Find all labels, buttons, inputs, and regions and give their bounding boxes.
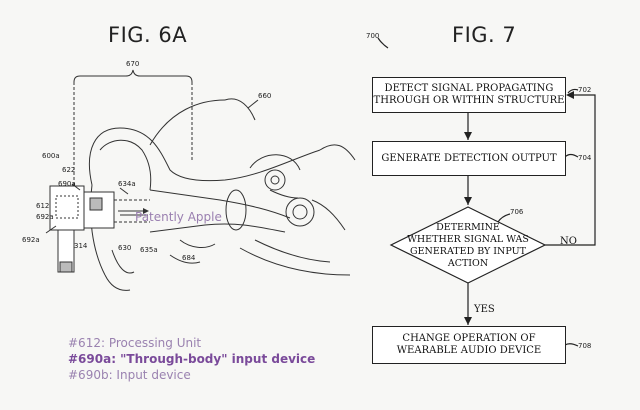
step-708-line-1: CHANGE OPERATION OF <box>402 333 536 344</box>
fig6a-title: FIG. 6A <box>108 23 188 47</box>
legend-line-1: #612: Processing Unit <box>68 336 202 350</box>
ref-635a: 635a <box>140 246 158 254</box>
step-704-label: GENERATE DETECTION OUTPUT <box>381 152 557 164</box>
step-702-line-2: THROUGH OR WITHIN STRUCTURE <box>373 95 565 106</box>
ref-600a: 600a <box>42 152 60 160</box>
step-706-line-2: WHETHER SIGNAL WAS <box>407 234 529 245</box>
yes-label: YES <box>474 304 495 315</box>
ear-illustration <box>45 69 356 291</box>
ref-692a-outer: 692a <box>22 236 40 244</box>
legend-line-3: #690b: Input device <box>68 368 191 382</box>
ref-634a: 634a <box>118 180 136 188</box>
ref-700: 700 <box>366 32 380 40</box>
ref-630: 630 <box>118 244 132 252</box>
ref-314: 314 <box>74 242 88 250</box>
step-702-line-1: DETECT SIGNAL PROPAGATING <box>384 83 554 94</box>
step-704-box: GENERATE DETECTION OUTPUT <box>372 141 566 176</box>
legend-line-2: #690a: "Through-body" input device <box>68 352 316 366</box>
step-706-line-4: ACTION <box>447 258 489 269</box>
ref-622: 622 <box>62 166 76 174</box>
ref-692a-inner: 692a <box>36 213 54 221</box>
ref-684: 684 <box>182 254 196 262</box>
ref-702: 702 <box>578 86 592 94</box>
ref-612: 612 <box>36 202 50 210</box>
step-706-decision: DETERMINE WHETHER SIGNAL WAS GENERATED B… <box>398 222 538 270</box>
watermark: Patently Apple <box>135 210 222 224</box>
step-706-line-1: DETERMINE <box>436 222 500 233</box>
flowchart-connectors <box>377 37 596 347</box>
ref-704: 704 <box>578 154 592 162</box>
step-706-line-3: GENERATED BY INPUT <box>410 246 526 257</box>
fig7-title: FIG. 7 <box>452 23 517 47</box>
ref-660: 660 <box>258 92 272 100</box>
ref-708: 708 <box>578 342 592 350</box>
ref-690a: 690a <box>58 180 76 188</box>
step-702-box: DETECT SIGNAL PROPAGATING THROUGH OR WIT… <box>372 77 566 113</box>
ref-706: 706 <box>510 208 524 216</box>
step-708-box: CHANGE OPERATION OF WEARABLE AUDIO DEVIC… <box>372 326 566 364</box>
no-label: NO <box>560 236 577 247</box>
ref-670: 670 <box>126 60 140 68</box>
step-708-line-2: WEARABLE AUDIO DEVICE <box>396 345 542 356</box>
